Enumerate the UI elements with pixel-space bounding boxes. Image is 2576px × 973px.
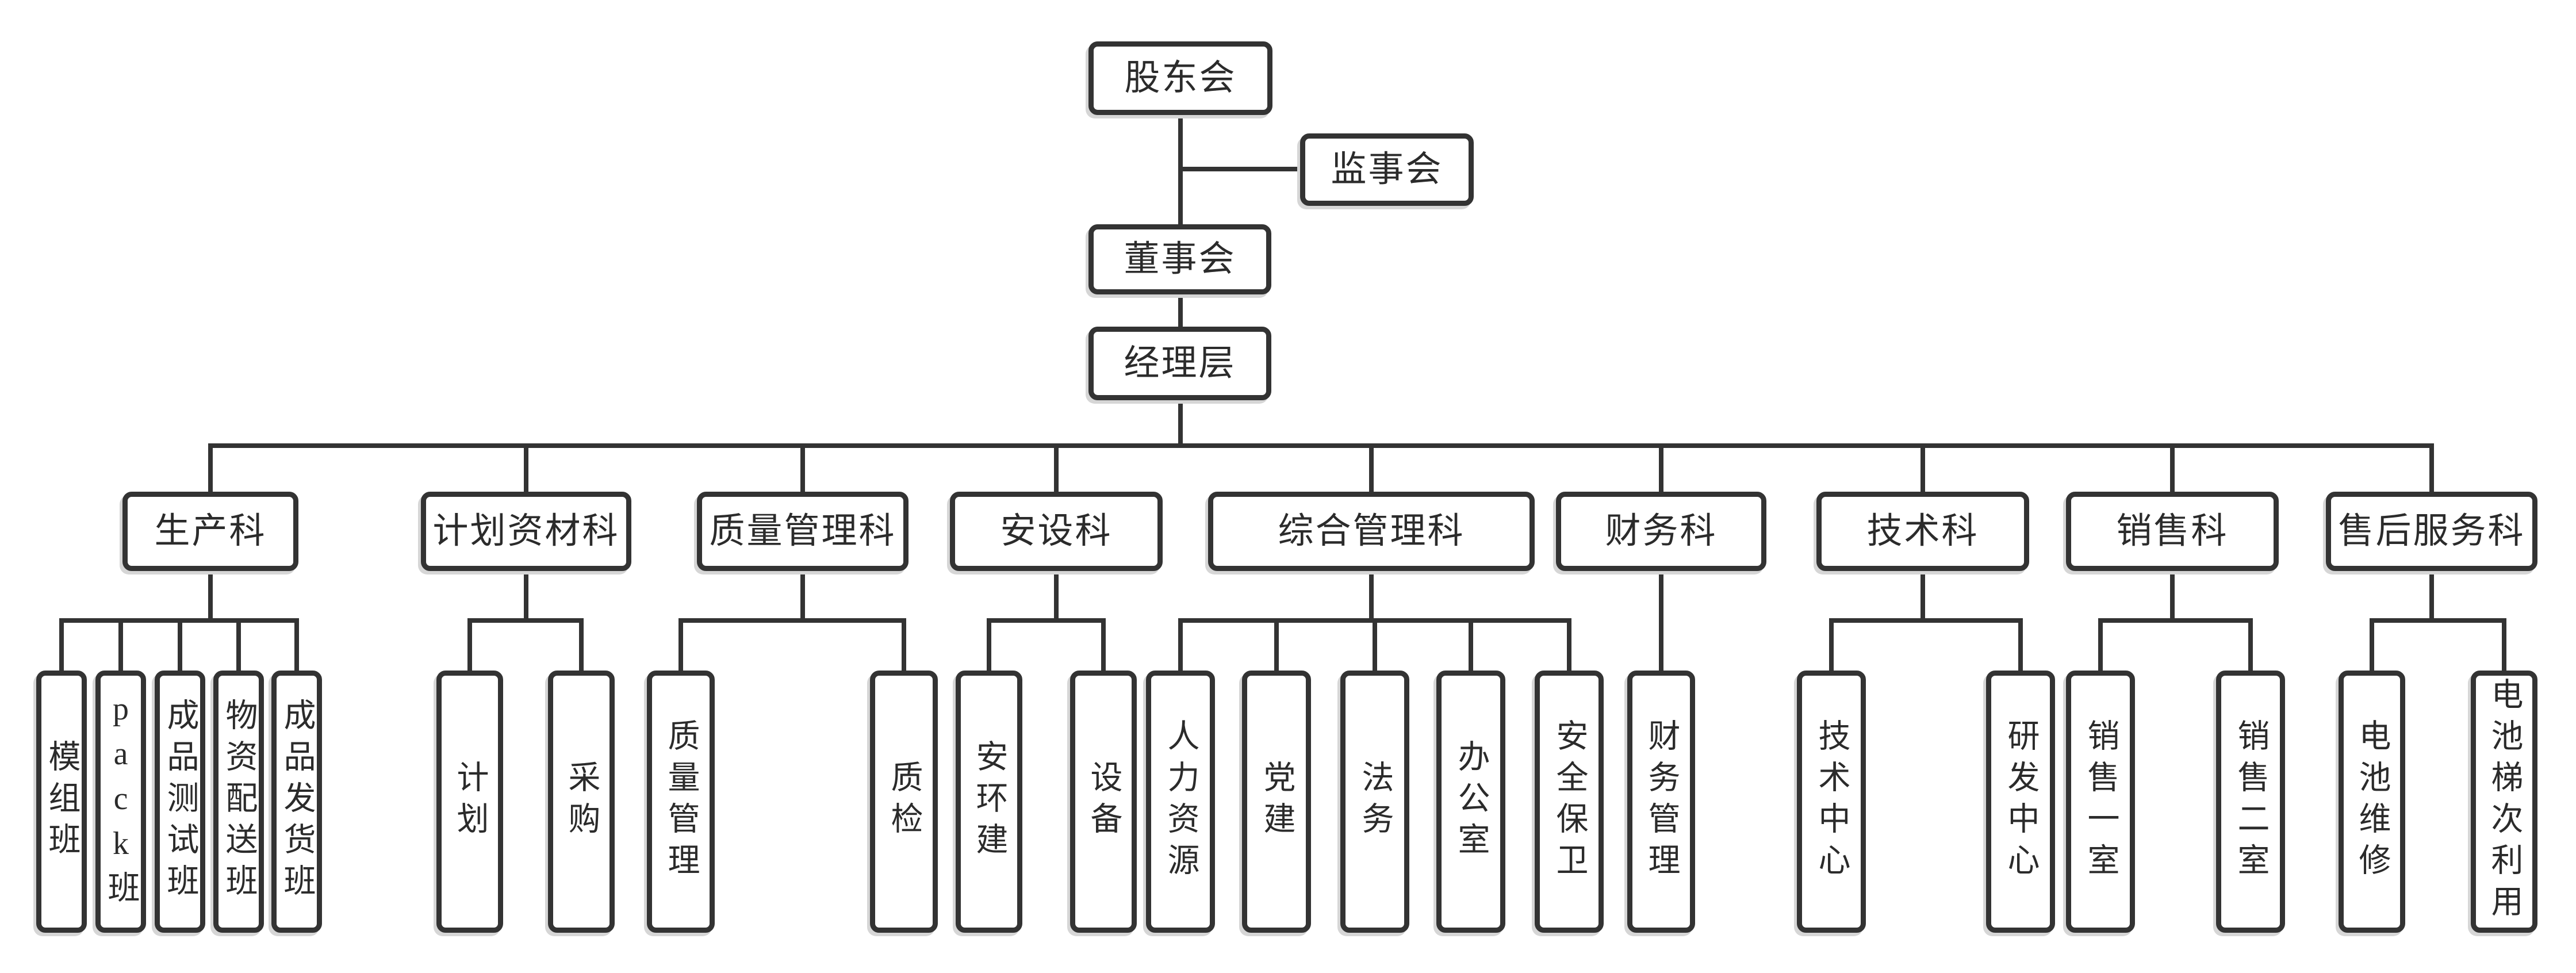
- node-equipment: 设备: [1070, 671, 1137, 933]
- node-sales-office-2: 销售二室: [2216, 671, 2285, 933]
- node-dept-planning-materials: 计划资材科: [421, 492, 631, 571]
- node-label: 办公室: [1453, 740, 1489, 864]
- node-label: 安全保卫: [1551, 719, 1587, 884]
- node-product-shipping-team: 成品发货班: [271, 671, 322, 933]
- node-dept-sales: 销售科: [2066, 492, 2279, 571]
- node-dept-general-management: 综合管理科: [1208, 492, 1535, 571]
- node-label: 财务管理: [1643, 719, 1679, 884]
- node-label: 成品发货班: [279, 698, 315, 905]
- node-security: 安全保卫: [1535, 671, 1604, 933]
- node-label: 安设科: [1000, 512, 1113, 551]
- node-technology-center: 技术中心: [1797, 671, 1866, 933]
- node-label: 销售二室: [2233, 719, 2268, 884]
- node-label: 经理层: [1124, 344, 1236, 383]
- node-label: 生产科: [154, 512, 267, 551]
- node-label: 模组班: [44, 740, 79, 864]
- node-label: 综合管理科: [1278, 512, 1465, 551]
- node-label: 技术科: [1866, 512, 1979, 551]
- node-material-distribution-team: 物资配送班: [213, 671, 264, 933]
- node-pack-team: pack班: [95, 671, 146, 933]
- node-party-building: 党建: [1242, 671, 1311, 933]
- node-procurement: 采购: [548, 671, 615, 933]
- node-label: 计划: [452, 760, 488, 843]
- node-human-resources: 人力资源: [1146, 671, 1215, 933]
- node-sales-office-1: 销售一室: [2066, 671, 2135, 933]
- node-management-level: 经理层: [1088, 327, 1271, 400]
- node-safety-env-construction: 安环建: [956, 671, 1022, 933]
- node-financial-management: 财务管理: [1627, 671, 1695, 933]
- node-dept-technology: 技术科: [1816, 492, 2029, 571]
- node-label: 采购: [564, 760, 599, 843]
- node-rd-center: 研发中心: [1986, 671, 2055, 933]
- node-label: 计划资材科: [432, 512, 620, 551]
- node-label: 安环建: [971, 740, 1007, 864]
- node-label: 研发中心: [2003, 719, 2038, 884]
- node-label: 售后服务科: [2338, 512, 2525, 551]
- node-dept-safety-equipment: 安设科: [950, 492, 1163, 571]
- node-dept-after-sales-service: 售后服务科: [2326, 492, 2537, 571]
- node-office: 办公室: [1436, 671, 1505, 933]
- node-dept-quality-management: 质量管理科: [697, 492, 908, 571]
- node-battery-repair: 电池维修: [2339, 671, 2405, 933]
- node-label: 党建: [1259, 760, 1294, 843]
- node-label: 销售一室: [2083, 719, 2118, 884]
- node-dept-production: 生产科: [122, 492, 298, 571]
- node-supervisory-board: 监事会: [1300, 133, 1474, 206]
- node-label: 质量管理: [663, 719, 699, 884]
- node-module-team: 模组班: [36, 671, 87, 933]
- node-label: 质检: [886, 760, 922, 843]
- node-label: 人力资源: [1163, 719, 1198, 884]
- node-label: 成品测试班: [162, 698, 198, 905]
- node-label: 技术中心: [1814, 719, 1849, 884]
- node-shareholders-meeting: 股东会: [1088, 41, 1272, 115]
- node-label: 质量管理科: [709, 512, 896, 551]
- node-label: 设备: [1086, 760, 1121, 843]
- node-legal-affairs: 法务: [1340, 671, 1409, 933]
- node-label: 法务: [1357, 760, 1393, 843]
- node-label: 财务科: [1605, 512, 1718, 551]
- node-quality-management: 质量管理: [647, 671, 715, 933]
- node-dept-finance: 财务科: [1556, 492, 1766, 571]
- node-battery-echelon-utilization: 电池梯次利用: [2471, 671, 2537, 933]
- node-product-testing-team: 成品测试班: [155, 671, 205, 933]
- node-quality-inspection: 质检: [870, 671, 938, 933]
- node-label: pack班: [103, 691, 139, 912]
- node-label: 股东会: [1124, 59, 1237, 98]
- node-board-of-directors: 董事会: [1088, 224, 1271, 294]
- node-label: 电池维修: [2354, 719, 2390, 884]
- node-label: 销售科: [2116, 512, 2229, 551]
- node-label: 物资配送班: [221, 698, 256, 905]
- node-planning: 计划: [436, 671, 503, 933]
- node-label: 董事会: [1124, 240, 1236, 279]
- node-label: 监事会: [1331, 150, 1443, 189]
- node-label: 电池梯次利用: [2486, 677, 2522, 926]
